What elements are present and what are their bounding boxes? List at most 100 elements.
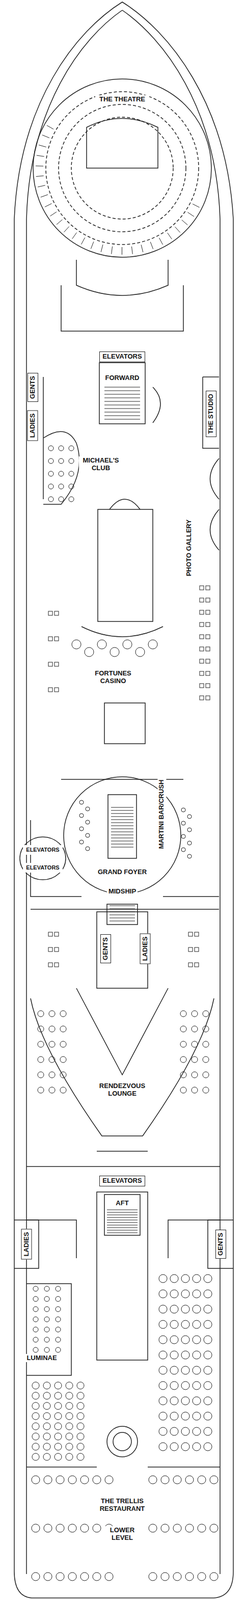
table: [56, 1572, 65, 1581]
stair: [109, 911, 135, 913]
slot: [54, 662, 59, 667]
stair: [111, 813, 134, 814]
table: [37, 1056, 44, 1063]
table: [48, 1071, 56, 1078]
table: [60, 1086, 67, 1094]
table: [80, 1475, 89, 1484]
table: [48, 445, 54, 451]
room-box: THE STUDIO: [205, 390, 217, 438]
stair: [109, 914, 135, 916]
slot: [205, 610, 210, 615]
slot: [54, 611, 59, 616]
table: [160, 1475, 170, 1484]
table: [65, 1443, 73, 1451]
table: [85, 820, 90, 825]
table: [85, 806, 90, 811]
room-name: GENTS: [101, 937, 110, 961]
table: [48, 1056, 56, 1063]
table: [203, 1396, 212, 1405]
table: [54, 1422, 62, 1430]
slot: [199, 659, 204, 664]
table: [170, 1335, 179, 1344]
table: [76, 1443, 85, 1451]
theatre: [33, 78, 212, 258]
table: [55, 1337, 61, 1343]
table: [192, 1289, 201, 1298]
room-name: ELEVATORS: [25, 846, 60, 854]
slot: [199, 585, 204, 590]
table: [58, 445, 64, 451]
table: [37, 1071, 44, 1078]
stair: [111, 844, 134, 845]
slot: [205, 683, 210, 688]
room-box: ELEVATORS: [99, 1175, 146, 1187]
table: [43, 1392, 51, 1400]
table: [79, 800, 84, 805]
table: [185, 1523, 194, 1533]
room-name: LADIES: [141, 936, 150, 961]
stair: [106, 1214, 138, 1216]
slot: [48, 932, 53, 937]
table: [181, 1381, 190, 1390]
table: [48, 1010, 56, 1017]
table: [31, 1475, 40, 1484]
slot: [54, 947, 59, 952]
table: [76, 1432, 85, 1440]
table: [43, 1443, 51, 1451]
table: [60, 1071, 67, 1078]
table: [56, 1523, 65, 1533]
stair: [111, 819, 134, 821]
area-label: PHOTO GALLERY: [185, 517, 195, 578]
slot: [188, 947, 193, 952]
table: [181, 807, 186, 812]
slot: [205, 695, 210, 700]
table: [54, 1443, 62, 1451]
table: [192, 1274, 201, 1283]
table: [43, 1422, 51, 1430]
stair: [36, 175, 44, 177]
stair: [111, 825, 134, 827]
stair: [104, 387, 141, 388]
room-box: GENTS: [100, 934, 112, 964]
table: [44, 1296, 50, 1302]
table: [48, 483, 54, 489]
table: [170, 1289, 179, 1298]
table: [76, 1381, 85, 1390]
table: [71, 639, 81, 649]
table: [48, 1086, 56, 1094]
stair: [104, 412, 141, 413]
table: [32, 1432, 40, 1440]
slot: [48, 962, 53, 967]
inner-wall: [26, 10, 221, 1574]
stair: [111, 834, 134, 836]
table: [65, 1422, 73, 1430]
slot: [199, 622, 204, 627]
slot: [48, 611, 53, 616]
table: [65, 1392, 73, 1400]
table: [65, 1381, 73, 1390]
table: [54, 1453, 62, 1461]
slot: [205, 646, 210, 651]
table: [203, 1289, 212, 1298]
table: [187, 814, 192, 819]
stair: [150, 241, 153, 250]
slot: [199, 597, 204, 603]
table: [76, 1412, 85, 1420]
table: [58, 458, 64, 464]
table: [43, 1523, 52, 1533]
room-name: THE STUDIO: [207, 393, 215, 434]
stair: [167, 232, 173, 239]
table: [92, 1523, 101, 1533]
table: [202, 1071, 209, 1078]
table: [54, 1432, 62, 1440]
table: [191, 1056, 198, 1063]
stair: [187, 212, 194, 217]
table: [79, 826, 84, 831]
stair: [44, 203, 52, 207]
table: [44, 1306, 50, 1312]
table: [158, 1335, 168, 1344]
table: [187, 840, 192, 846]
table: [33, 1347, 39, 1353]
table: [60, 1010, 67, 1017]
room-box: ELEVATORS: [99, 351, 146, 363]
